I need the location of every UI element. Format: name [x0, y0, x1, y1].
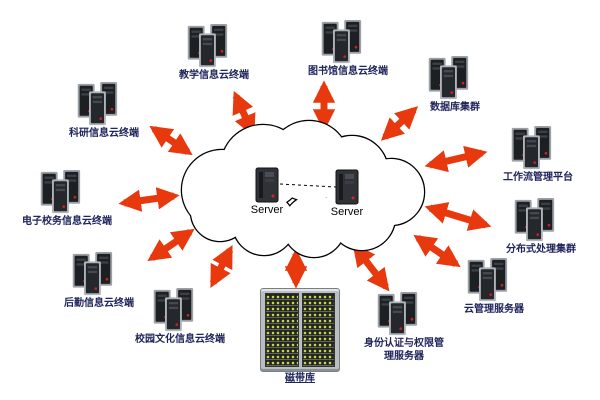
node-workflow-platform: 工作流管理平台: [482, 126, 594, 185]
pc-cluster-icon: [184, 24, 244, 69]
node-label: 图书馆信息云终端: [308, 66, 388, 77]
node-label: 校园文化信息云终端: [135, 334, 225, 345]
node-distributed-cluster: 分布式处理集群: [486, 198, 596, 257]
pc-cluster-icon: [425, 56, 485, 101]
rack-slot-column: [265, 293, 299, 367]
pc-cluster-icon: [464, 258, 524, 303]
node-tape-library: 磁带库: [254, 288, 346, 386]
arrow-cloud-mgmt: [413, 234, 461, 268]
pc-cluster-icon: [150, 288, 210, 333]
node-research-terminal: 科研信息云终端: [50, 82, 158, 141]
pc-cluster-icon: [508, 126, 568, 171]
arrow-database: [380, 106, 419, 141]
node-label: 科研信息云终端: [69, 128, 139, 139]
pc-cluster-icon: [37, 170, 97, 215]
rack-slot-columns: [265, 293, 335, 367]
server-rack-icon: [260, 288, 340, 372]
node-label: 数据库集群: [430, 102, 480, 113]
node-label: 磁带库: [285, 373, 315, 384]
server-icon: [335, 169, 359, 205]
arrow-e-campus: [118, 187, 180, 212]
node-library-terminal: 图书馆信息云终端: [293, 20, 403, 79]
node-label: 分布式处理集群: [506, 244, 576, 255]
node-label: 教学信息云终端: [179, 70, 249, 81]
node-identity-auth-server: 身份认证与权限管理服务器: [352, 292, 456, 363]
node-database-cluster: 数据库集群: [403, 56, 507, 115]
node-label: 电子校务信息云终端: [22, 216, 112, 227]
arrow-logistics: [147, 228, 195, 262]
arrow-distributed: [424, 202, 492, 231]
server-label: Server: [330, 206, 364, 218]
pc-cluster-icon: [318, 20, 378, 65]
pc-cluster-icon: [511, 198, 571, 243]
arrow-identity: [352, 243, 390, 292]
arrows: [118, 80, 492, 292]
pc-cluster-icon: [374, 292, 434, 337]
server-icon: [255, 167, 279, 203]
node-label: 工作流管理平台: [503, 172, 573, 183]
arrow-workflow: [424, 145, 488, 173]
node-label: 云管理服务器: [464, 304, 524, 315]
arrow-research: [149, 125, 193, 156]
cloud-shape: [180, 119, 426, 259]
node-label: 后勤信息云终端: [64, 298, 134, 309]
pc-cluster-icon: [74, 82, 134, 127]
arrow-campus-culture: [209, 245, 234, 288]
node-campus-culture-terminal: 校园文化信息云终端: [116, 288, 244, 347]
rack-slot-column: [301, 293, 335, 367]
node-e-campus-terminal: 电子校务信息云终端: [6, 170, 128, 229]
node-label: 身份认证与权限管理服务器: [364, 338, 444, 362]
server-label: Server: [250, 204, 284, 216]
node-logistics-terminal: 后勤信息云终端: [44, 252, 154, 311]
node-teaching-terminal: 教学信息云终端: [158, 24, 270, 83]
node-cloud-mgmt-server: 云管理服务器: [438, 258, 550, 317]
